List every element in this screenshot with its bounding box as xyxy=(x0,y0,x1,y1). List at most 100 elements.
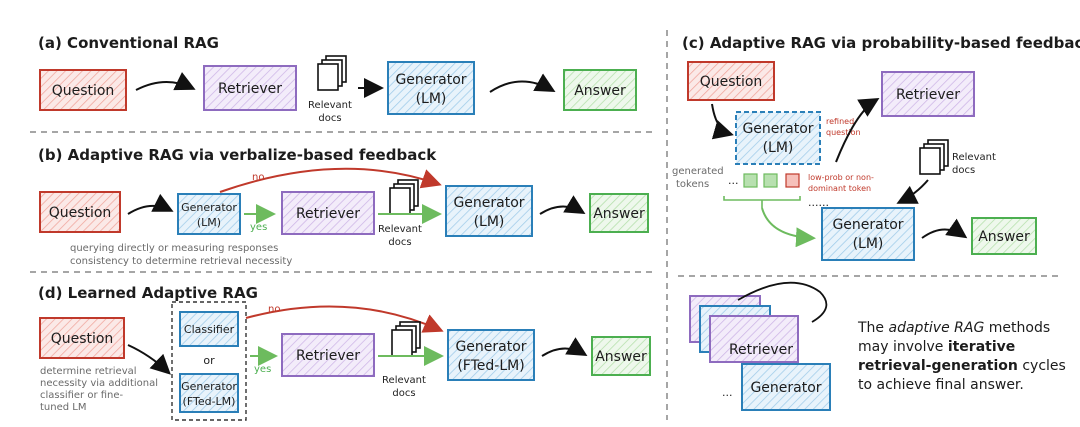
panel-b-arrow-1 xyxy=(127,193,174,215)
panel-c-generator2-node: Generator (LM) xyxy=(821,207,915,261)
panel-c-refined-line2: question xyxy=(826,128,861,137)
token-square-1 xyxy=(743,173,758,188)
panel-a-generator-line1: Generator xyxy=(395,72,466,88)
token-square-lowprob xyxy=(785,173,800,188)
token-square-2 xyxy=(763,173,778,188)
panel-d-note-line2: necessity via additional xyxy=(40,378,158,389)
panel-b-docs-icon xyxy=(389,179,419,215)
panel-d-classifier-label: Classifier xyxy=(184,323,235,336)
panel-c-generator-line1: Generator xyxy=(742,121,813,137)
panel-d-answer-node: Answer xyxy=(591,336,651,376)
panel-d-gen-small-node: Generator (FTed-LM) xyxy=(179,373,239,413)
panel-d-docs-icon xyxy=(391,321,421,357)
panel-e-caption-line3: retrieval-generation cycles xyxy=(858,358,1066,374)
panel-a-docs-line2: docs xyxy=(318,113,341,124)
panel-a: (a) Conventional RAG Question Retriever … xyxy=(38,34,637,124)
panel-c-token-brace xyxy=(723,196,801,208)
panel-a-docs: Relevant docs xyxy=(308,55,352,124)
panel-c-retriever-label: Retriever xyxy=(896,87,960,103)
panel-c-token-squares xyxy=(743,173,800,188)
panel-c-title: (c) Adaptive RAG via probability-based f… xyxy=(682,34,1080,52)
panel-b-yes-label: yes xyxy=(250,222,267,233)
panel-d-docs-line1: Relevant xyxy=(382,375,426,386)
panel-c-answer-node: Answer xyxy=(971,217,1037,255)
panel-dividers xyxy=(30,30,1060,420)
panel-d-or-label: or xyxy=(203,354,215,367)
panel-c-docs-icon xyxy=(919,139,949,175)
panel-d-retriever-label: Retriever xyxy=(296,348,360,364)
panel-b-note-line1: querying directly or measuring responses xyxy=(70,243,278,254)
panel-b-no-label: no xyxy=(252,172,264,183)
panel-e-caption-line2: may involve iterative xyxy=(858,339,1015,355)
panel-b-no-arrow xyxy=(219,167,442,193)
panel-d: (d) Learned Adaptive RAG Question Classi… xyxy=(38,284,651,421)
panel-d-answer-label: Answer xyxy=(595,349,647,365)
panel-a-generator-node: Generator (LM) xyxy=(387,61,475,115)
panel-d-question-label: Question xyxy=(51,331,114,347)
panel-c-docs: Relevant docs xyxy=(919,139,996,176)
panel-a-generator-line2: (LM) xyxy=(416,91,447,107)
panel-a-question-node: Question xyxy=(39,69,127,111)
panel-b-answer-node: Answer xyxy=(589,193,649,233)
panel-c-refined-arrow xyxy=(835,97,880,163)
panel-d-dashed-group xyxy=(171,301,247,421)
panel-c-docs-line1: Relevant xyxy=(952,152,996,163)
panel-a-question-label: Question xyxy=(52,83,115,99)
panel-e-caption-line4: to achieve final answer. xyxy=(858,377,1024,393)
panel-a-arrow-1 xyxy=(135,72,196,91)
panel-d-generator-line1: Generator xyxy=(455,339,526,355)
panel-c-lowprob-line2: dominant token xyxy=(808,184,871,193)
panel-d-docs-line2: docs xyxy=(392,388,415,399)
panel-c-arrow-answer xyxy=(921,218,968,239)
panel-d-yes-label: yes xyxy=(254,364,271,375)
panel-b-docs: Relevant docs xyxy=(378,179,422,248)
panel-c-generated-line2: tokens xyxy=(676,179,709,190)
panel-c: (c) Adaptive RAG via probability-based f… xyxy=(672,34,1080,261)
panel-e-cycle-curve xyxy=(737,281,828,323)
panel-b-generator-line2: (LM) xyxy=(474,214,505,230)
panel-e-generator-node xyxy=(741,363,831,411)
panel-d-title: (d) Learned Adaptive RAG xyxy=(38,284,258,302)
panel-d-arrow-1 xyxy=(127,344,171,375)
panel-a-retriever-label: Retriever xyxy=(218,81,282,97)
panel-b-docs-line2: docs xyxy=(388,237,411,248)
panel-b-retriever-label: Retriever xyxy=(296,206,360,222)
panel-e-ellipsis: ... xyxy=(722,386,733,399)
panel-b-question-label: Question xyxy=(49,205,112,221)
panel-c-arrow-1 xyxy=(711,103,734,140)
panel-c-ellipsis2: ...... xyxy=(808,196,829,209)
panel-b-title: (b) Adaptive RAG via verbalize-based fee… xyxy=(38,146,437,164)
panel-a-docs-line1: Relevant xyxy=(308,100,352,111)
panel-a-answer-label: Answer xyxy=(574,83,626,99)
panel-d-retriever-node: Retriever xyxy=(281,333,375,377)
panel-a-answer-node: Answer xyxy=(563,69,637,111)
panel-a-docs-icon xyxy=(317,55,347,91)
panel-e-generator-label: Generator xyxy=(750,380,821,396)
panel-a-title: (a) Conventional RAG xyxy=(38,34,219,52)
panel-c-gen2-line2: (LM) xyxy=(853,236,884,252)
panel-c-docs-arrow xyxy=(896,179,929,204)
panel-d-gen-small-line2: (FTed-LM) xyxy=(183,395,236,408)
panel-c-lowprob-line1: low-prob or non- xyxy=(808,173,874,182)
panel-b-generator-line1: Generator xyxy=(453,195,524,211)
panel-d-generator-line2: (FTed-LM) xyxy=(457,358,524,374)
panel-c-question-node: Question xyxy=(687,61,775,101)
panel-d-question-node: Question xyxy=(39,317,125,359)
panel-b-arrow-answer xyxy=(539,195,586,215)
panel-b: (b) Adaptive RAG via verbalize-based fee… xyxy=(38,146,649,267)
panel-c-docs-line2: docs xyxy=(952,165,975,176)
panel-a-arrow-3 xyxy=(489,73,556,93)
panel-b-generator-node: Generator (LM) xyxy=(445,185,533,237)
panel-d-note-line1: determine retrieval xyxy=(40,366,137,377)
panel-e-retriever-label: Retriever xyxy=(729,342,793,358)
panel-d-note-line3: classifier or fine- xyxy=(40,390,124,401)
panel-a-retriever-node: Retriever xyxy=(203,65,297,111)
panel-e: Retriever Generator ... The adaptive RAG… xyxy=(689,281,1066,411)
panel-d-note-line4: tuned LM xyxy=(40,402,86,413)
panel-c-green-arrow xyxy=(761,207,816,248)
panel-d-gen-small-line1: Generator xyxy=(181,380,237,393)
panel-d-classifier-node: Classifier xyxy=(179,311,239,347)
panel-b-retriever-node: Retriever xyxy=(281,191,375,235)
panel-e-caption-line1: The adaptive RAG methods xyxy=(857,320,1050,336)
